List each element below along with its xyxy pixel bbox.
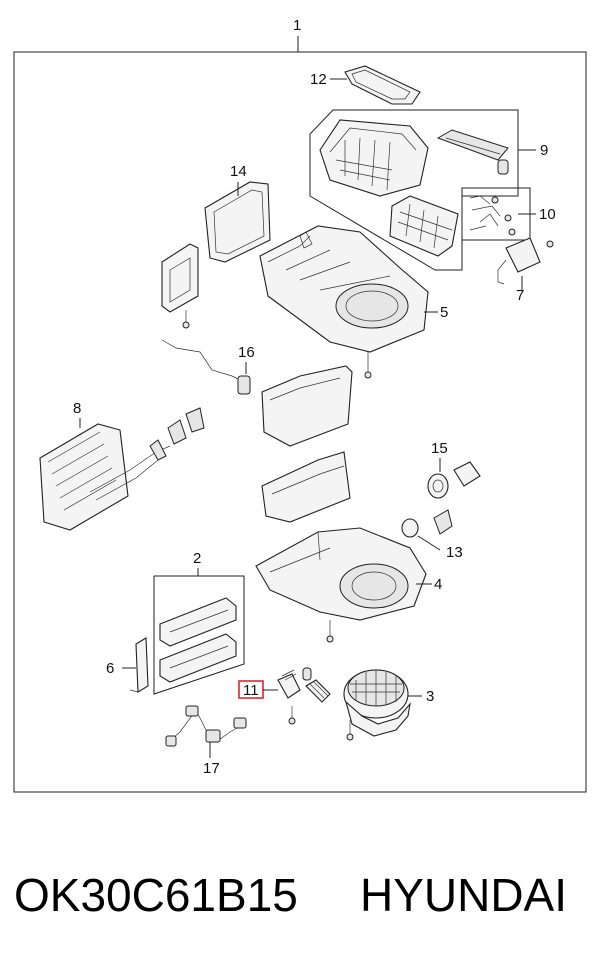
gasket-part-12 — [344, 65, 421, 105]
callout-13: 13 — [446, 544, 463, 561]
part-number: OK30C61B15 — [14, 869, 298, 921]
evaporator-part-8 — [39, 407, 205, 531]
actuator-part-7 — [497, 237, 554, 285]
parts-diagram: 1 12 9 10 7 14 — [13, 17, 587, 793]
callout-17: 17 — [203, 760, 220, 777]
blower-case-lower-part-4 — [255, 527, 427, 621]
callout-11: 11 — [243, 682, 259, 699]
callout-2: 2 — [193, 550, 201, 567]
sensor-part-16 — [161, 339, 251, 395]
blower-case-upper-part-9 — [319, 119, 509, 197]
callout-6: 6 — [106, 660, 114, 677]
callout-3: 3 — [426, 688, 434, 705]
callout-15: 15 — [431, 440, 448, 457]
diagram-frame — [13, 51, 587, 793]
callout-12: 12 — [310, 71, 327, 88]
caption: OK30C61B15 HYUNDAI — [0, 868, 600, 938]
bracket — [161, 243, 199, 329]
duct-cover — [261, 365, 353, 447]
callout-10: 10 — [539, 206, 556, 223]
callout-4: 4 — [434, 576, 442, 593]
callout-9: 9 — [540, 142, 548, 159]
blower-motor-part-3 — [343, 669, 411, 741]
brand-name: HYUNDAI — [360, 869, 568, 921]
gasket-frame-part-14 — [204, 181, 271, 263]
callout-14: 14 — [230, 163, 247, 180]
callout-16: 16 — [238, 344, 255, 361]
case-part-5 — [259, 225, 429, 353]
callout-1: 1 — [293, 17, 301, 34]
seal-part-13 — [401, 509, 453, 538]
resistor-part-11 — [277, 669, 301, 725]
hose — [302, 667, 331, 703]
actuator-linkage-part-10 — [469, 195, 516, 236]
cabin-filter-part-2 — [159, 597, 237, 683]
callout-5: 5 — [440, 304, 448, 321]
callout-8: 8 — [73, 400, 81, 417]
duct — [261, 451, 351, 523]
filter-cover-part-6 — [129, 637, 149, 693]
callout-7: 7 — [516, 287, 524, 304]
wiring-harness-part-17 — [165, 705, 247, 747]
filter-door — [389, 195, 459, 257]
seal-part-15 — [427, 461, 481, 499]
